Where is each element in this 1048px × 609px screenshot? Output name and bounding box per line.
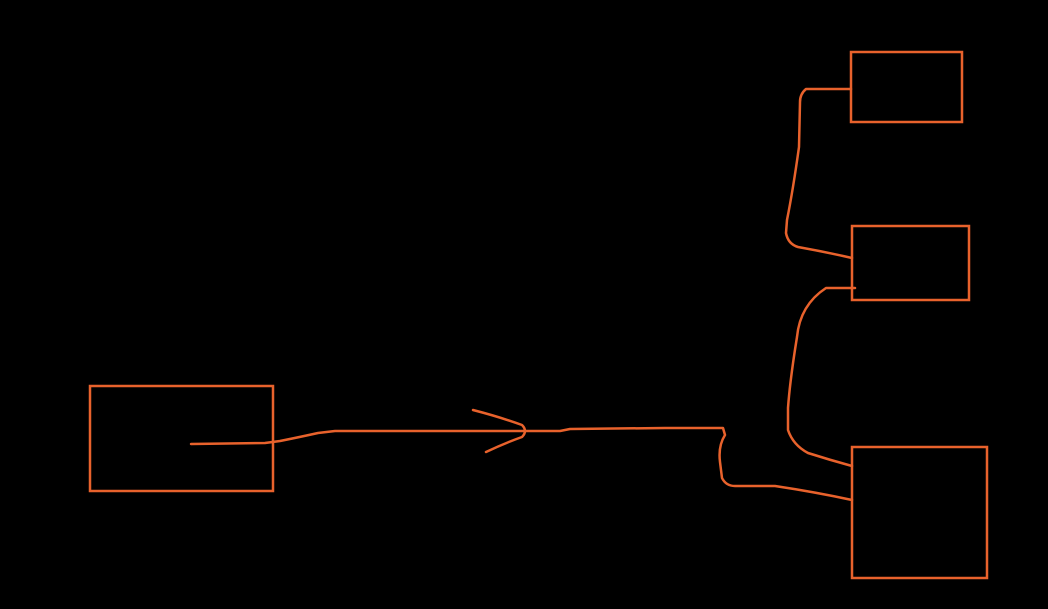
top-right-box [849,50,964,124]
source-box [88,384,275,493]
middle-right-box [850,224,971,302]
connector-source-to-bottom-right [189,426,854,502]
arrowhead-icon [471,408,527,454]
connector-middle-to-bottom [786,286,857,468]
connector-top-to-middle [784,87,854,260]
bottom-right-box [850,445,989,580]
